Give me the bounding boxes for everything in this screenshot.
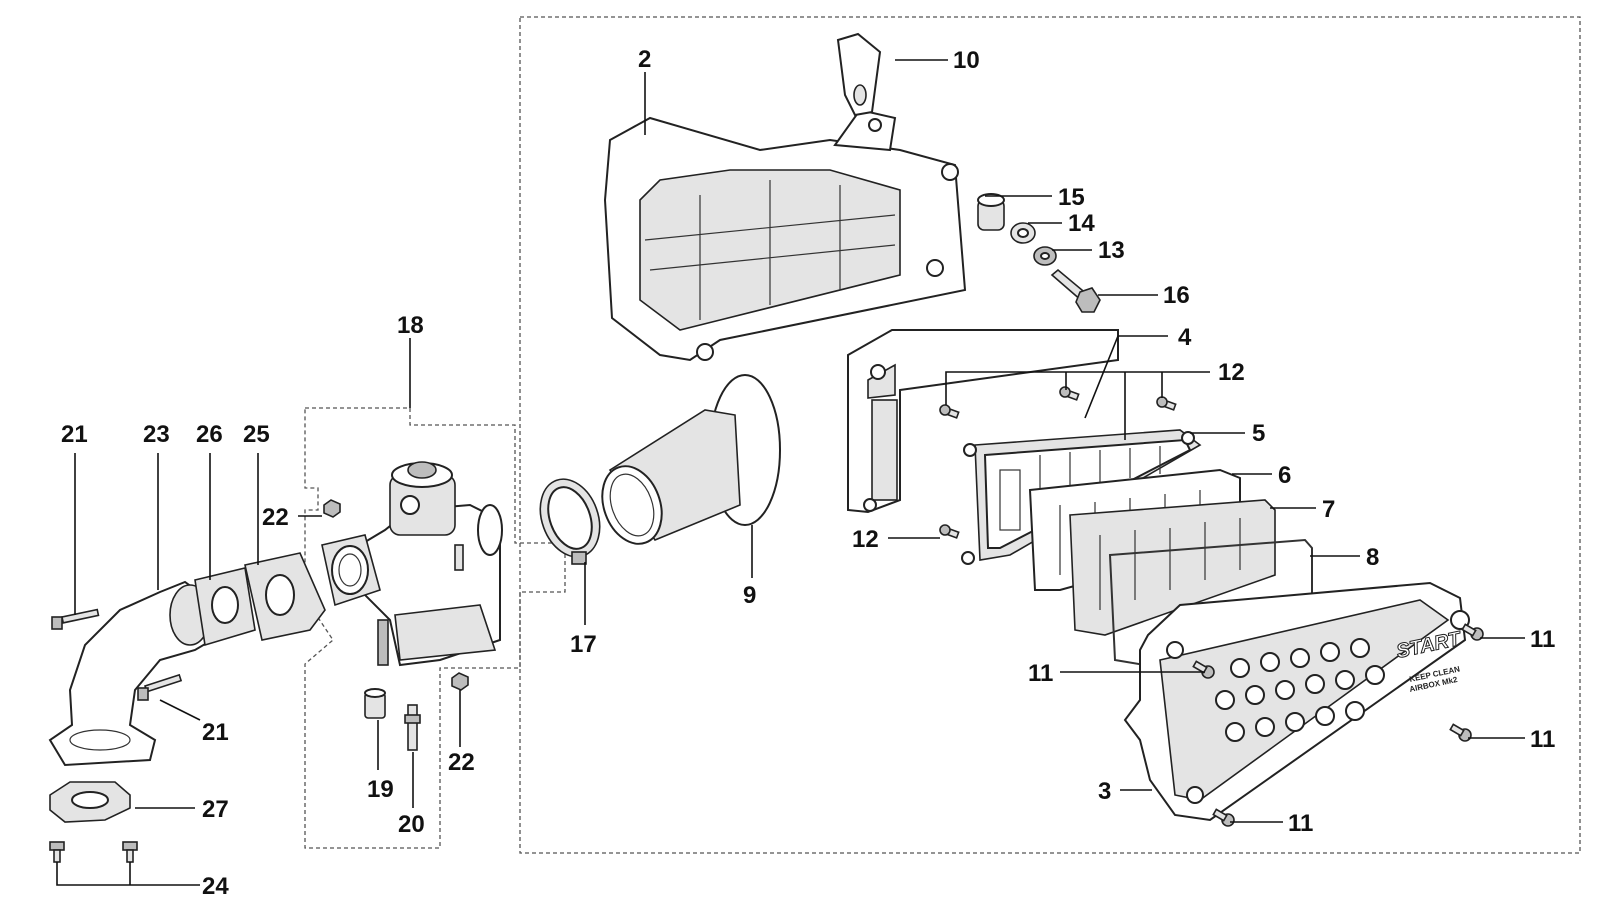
- callout-9: 9: [743, 582, 756, 609]
- screw-part-11: [1192, 623, 1484, 827]
- airbox-upper-housing: [603, 108, 967, 362]
- bracket-part: [836, 32, 882, 117]
- jet-part-19: [364, 688, 386, 719]
- callout-21-top: 21: [61, 421, 88, 448]
- carburetor-assembly-boundary: [304, 407, 566, 849]
- callout-15: 15: [1058, 184, 1085, 211]
- callout-22-bottom: 22: [448, 749, 475, 776]
- callout-4: 4: [1178, 324, 1192, 351]
- nut-part-22: [323, 499, 469, 691]
- callout-21-bottom: 21: [202, 719, 229, 746]
- intake-bell-part: [601, 374, 781, 545]
- callout-11-b: 11: [1028, 660, 1053, 687]
- bolt-part-21: [51, 608, 183, 701]
- callout-10: 10: [953, 47, 980, 74]
- cover-vent-holes: [1215, 638, 1385, 742]
- callout-12-top: 12: [1218, 359, 1245, 386]
- callout-5: 5: [1252, 420, 1265, 447]
- carburetor-part: [321, 461, 503, 667]
- callout-16: 16: [1163, 282, 1190, 309]
- hose-clamp-part: [539, 478, 601, 565]
- callout-20: 20: [398, 811, 425, 838]
- callout-labels: 2 10 15 14 13 16 4 12 5 6 7 8 12 9 17 11…: [61, 46, 1555, 900]
- washer-thick-part: [1010, 222, 1036, 244]
- gasket-part-26: [194, 567, 256, 647]
- callout-24: 24: [202, 873, 229, 900]
- airbox-cover-part: START KEEP CLEAN AIRBOX Mk2: [1123, 581, 1470, 822]
- airbox-assembly-boundary: [519, 16, 1581, 854]
- callout-8: 8: [1366, 544, 1379, 571]
- callout-22-top: 22: [262, 504, 289, 531]
- hex-bolt-part: [1050, 268, 1101, 313]
- callout-11-a: 11: [1530, 626, 1555, 653]
- callout-17: 17: [570, 631, 597, 658]
- callout-7: 7: [1322, 496, 1335, 523]
- callout-3: 3: [1098, 778, 1111, 805]
- filter-housing: [847, 329, 1119, 514]
- callout-12-left: 12: [852, 526, 879, 553]
- spacer-part: [977, 193, 1005, 231]
- insulator-part-25: [244, 552, 326, 641]
- callout-14: 14: [1068, 210, 1095, 237]
- callout-6: 6: [1278, 462, 1291, 489]
- callout-26: 26: [196, 421, 223, 448]
- reed-plate-part: [1069, 499, 1276, 636]
- callout-23: 23: [143, 421, 170, 448]
- callout-11-d: 11: [1288, 810, 1313, 837]
- callout-25: 25: [243, 421, 270, 448]
- bolt-part-24: [49, 841, 138, 863]
- callout-27: 27: [202, 796, 229, 823]
- callout-2: 2: [638, 46, 651, 73]
- needle-jet-part-20: [404, 704, 421, 751]
- leader-lines: [56, 59, 1525, 886]
- callout-19: 19: [367, 776, 394, 803]
- washer-thin-part: [1033, 246, 1057, 266]
- callout-11-c: 11: [1530, 726, 1555, 753]
- callout-18: 18: [397, 312, 424, 339]
- callout-13: 13: [1098, 237, 1125, 264]
- base-gasket-part-27: [49, 781, 131, 823]
